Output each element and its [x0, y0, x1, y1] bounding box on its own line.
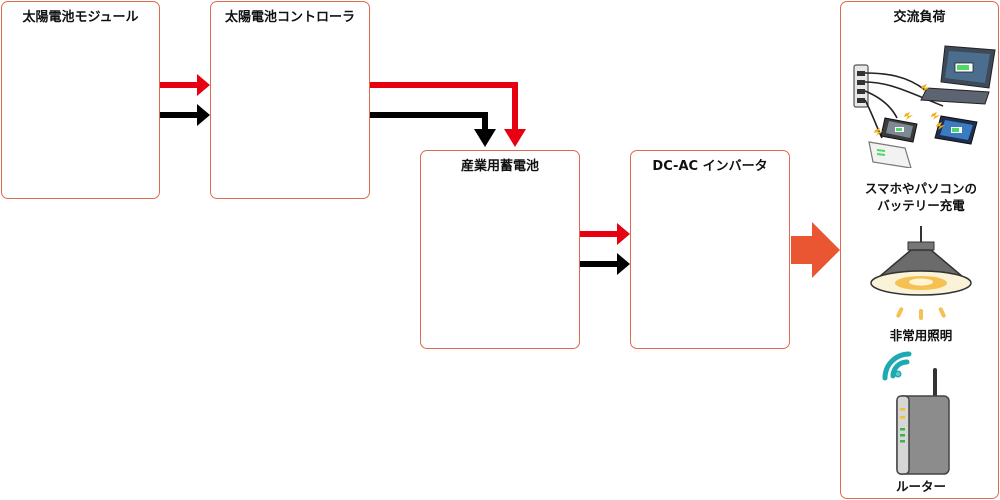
lamp-bulb [909, 278, 933, 286]
emergency-light-illustration [870, 226, 972, 320]
ac-load-block: 交流負荷 [840, 1, 999, 499]
inverter-title: DC-AC インバータ [652, 159, 768, 174]
charging-label: スマホやパソコンの バッテリー充電 [841, 180, 1000, 214]
battery-to-inverter-positive-arrowhead [617, 223, 630, 245]
solar-controller-block: 太陽電池コントローラ [210, 1, 370, 199]
controller-to-battery-negative-arrowhead [474, 129, 496, 147]
light-ray-icons [896, 307, 946, 320]
emergency-light-label: 非常用照明 [889, 328, 953, 343]
controller-to-battery-positive-arrowhead [504, 129, 526, 147]
charging-label-line2: バッテリー充電 [877, 198, 965, 213]
mobile-battery-icon [868, 141, 912, 168]
solar-module-title: 太陽電池モジュール [22, 10, 139, 25]
tablet-icon [934, 115, 978, 145]
wifi-icon [882, 351, 912, 381]
controller-to-battery-negative-wire [370, 112, 488, 131]
industrial-battery-block: 産業用蓄電池 [420, 150, 580, 349]
industrial-battery-title: 産業用蓄電池 [460, 159, 539, 174]
charging-spark-icons [874, 84, 945, 136]
module-to-controller-negative-arrowhead [197, 104, 210, 126]
smartphone-icon [880, 117, 918, 143]
router-illustration [882, 351, 950, 475]
power-strip-icon [853, 64, 869, 108]
solar-module-block: 太陽電池モジュール [1, 1, 160, 199]
router-icon [896, 395, 950, 475]
battery-to-inverter-negative-arrowhead [617, 253, 630, 275]
router-label: ルーター [895, 479, 946, 494]
inverter-block: DC-AC インバータ [630, 150, 790, 349]
controller-to-battery-positive-wire [370, 82, 518, 131]
charging-label-line1: スマホやパソコンの [864, 181, 978, 196]
solar-controller-title: 太陽電池コントローラ [224, 10, 355, 25]
device-charging-illustration [853, 45, 996, 168]
ac-load-title: 交流負荷 [893, 10, 946, 25]
laptop-icon [920, 45, 996, 105]
inverter-to-load-output-arrow [791, 222, 840, 278]
module-to-controller-positive-arrowhead [197, 74, 210, 96]
